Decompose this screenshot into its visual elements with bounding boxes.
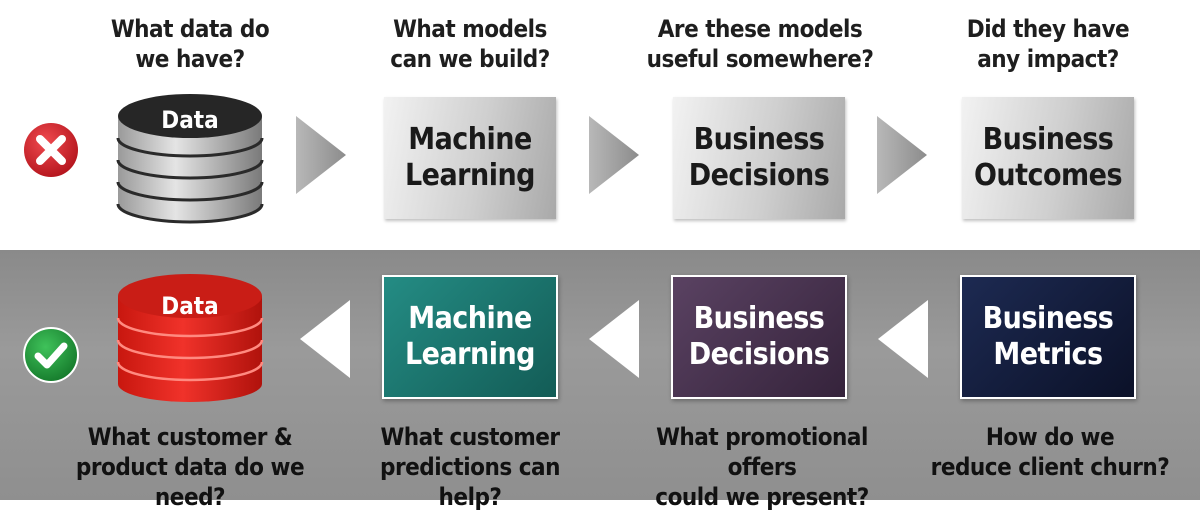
top-question-useful: Are these models useful somewhere? [646, 15, 874, 73]
bottom-question-data: What customer & product data do we need? [75, 423, 305, 511]
top-question-impact: Did they have any impact? [966, 15, 1130, 73]
arrow-right-icon [589, 116, 639, 194]
top-question-data: What data do we have? [110, 15, 270, 73]
arrow-left-icon [300, 300, 350, 378]
arrow-left-icon [878, 300, 928, 378]
data-label-bottom: Data [161, 292, 219, 320]
arrow-left-icon [589, 300, 639, 378]
data-cylinder-black [116, 94, 264, 224]
bottom-question-offers: What promotional offers could we present… [655, 423, 869, 511]
data-science-approach-diagram: What data do we have? What models can we… [0, 15, 1200, 511]
top-question-models: What models can we build? [390, 15, 550, 73]
data-cylinder-red [116, 274, 264, 402]
data-label-top: Data [161, 106, 219, 134]
x-icon [24, 123, 78, 177]
arrow-right-icon [877, 116, 927, 194]
check-icon [23, 327, 79, 383]
arrow-right-icon [296, 116, 346, 194]
bottom-question-churn: How do we reduce client churn? [930, 423, 1170, 481]
bottom-question-predictions: What customer predictions can help? [380, 423, 560, 511]
